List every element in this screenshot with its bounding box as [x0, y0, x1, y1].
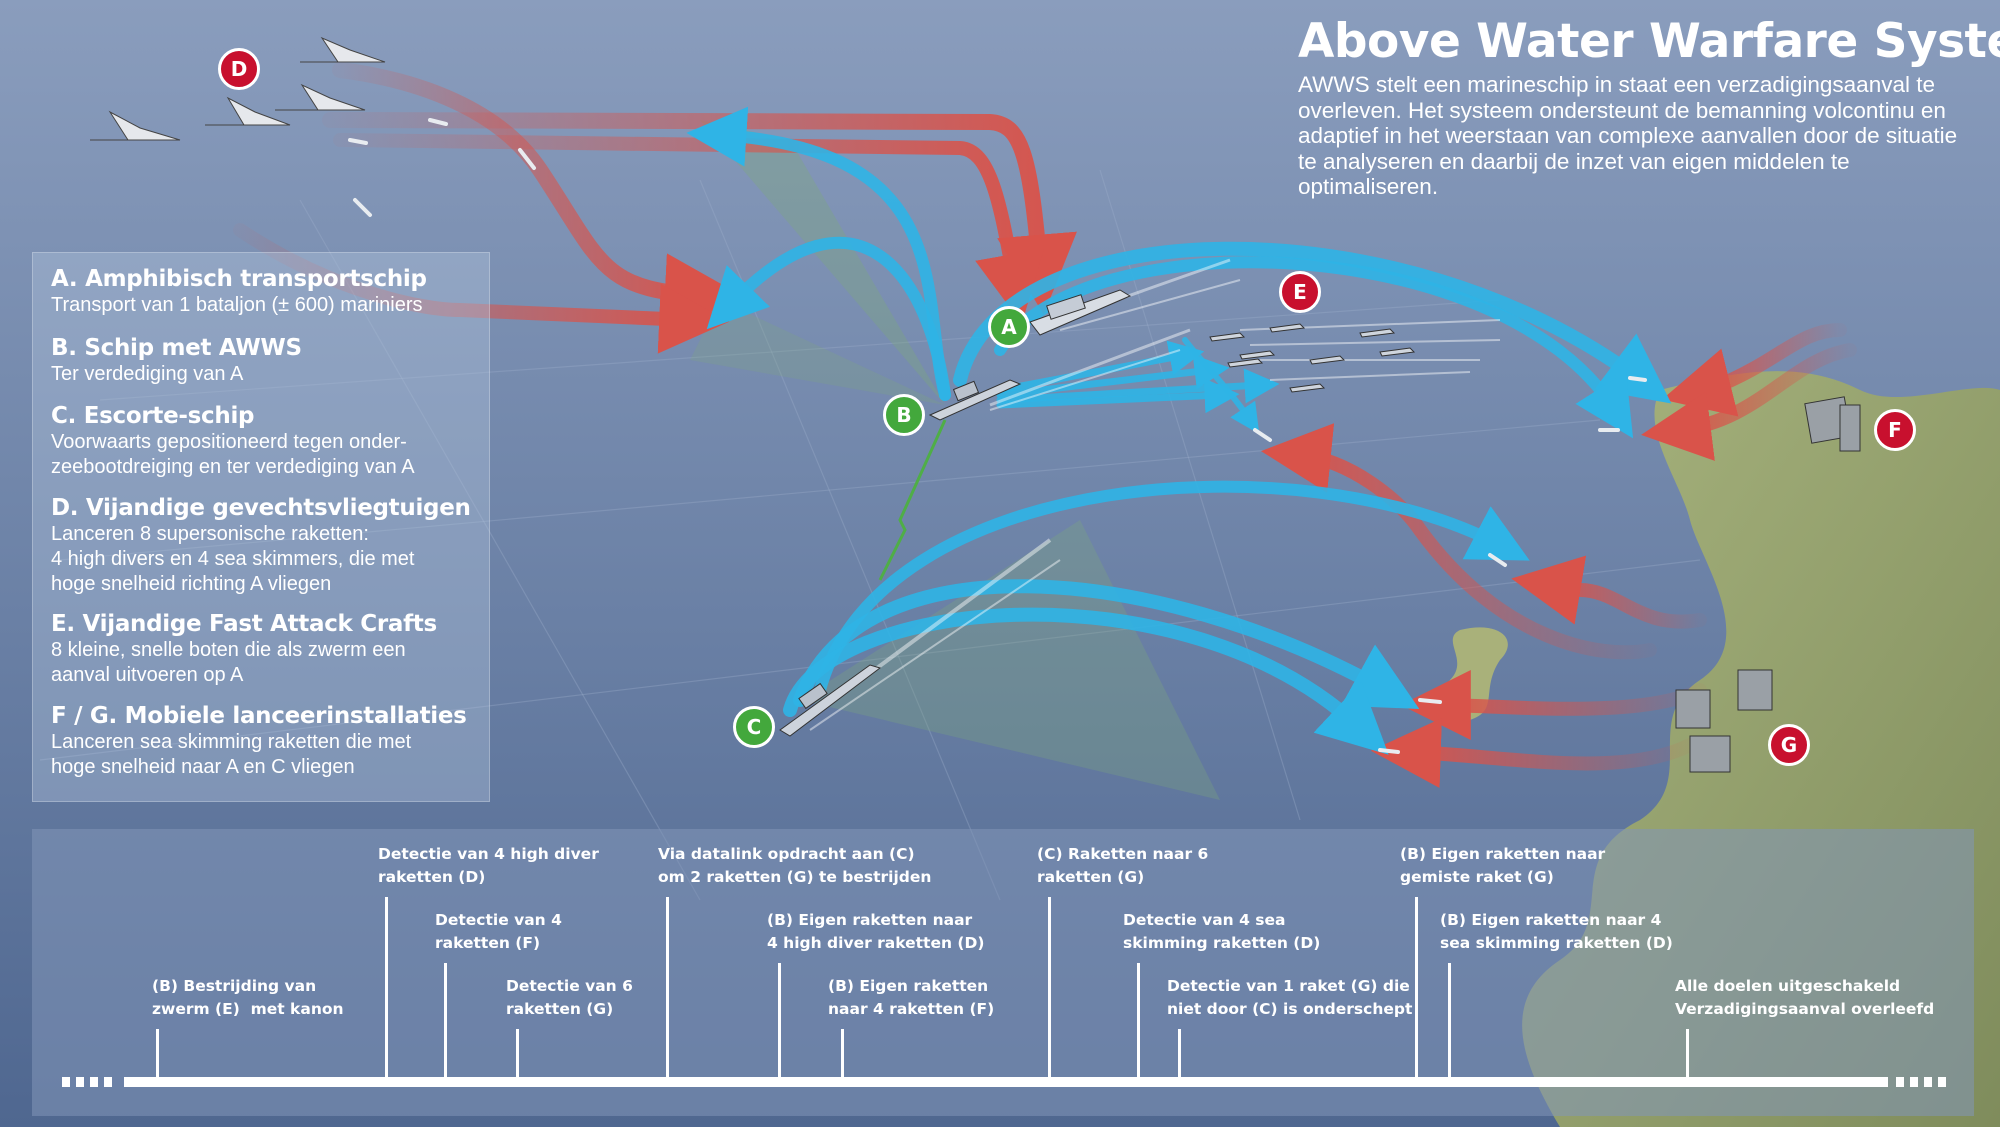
timeline-event-label: Detectie van 4 sea skimming raketten (D) — [1123, 911, 1321, 952]
timeline-tick — [666, 897, 669, 1077]
legend-desc: Ter verdediging van A — [51, 363, 244, 385]
timeline-tick — [1137, 963, 1140, 1077]
legend-item-d: D. Vijandige gevechtsvliegtuigen Lancere… — [51, 494, 471, 597]
legend-title: D. Vijandige gevechtsvliegtuigen — [51, 495, 471, 521]
marker-d: D — [218, 48, 260, 90]
intro-text: AWWS stelt een marineschip in staat een … — [1298, 72, 1958, 199]
radar-sector-b — [700, 120, 945, 405]
fast-attack-crafts — [1209, 323, 1416, 393]
ship-c — [779, 664, 882, 737]
legend-item-a: A. Amphibisch transportschip Transport v… — [51, 265, 427, 318]
timeline-tick — [385, 897, 388, 1077]
legend-item-b: B. Schip met AWWS Ter verdediging van A — [51, 334, 302, 387]
enemy-tracks — [233, 62, 1857, 789]
timeline-tick — [156, 1029, 159, 1077]
timeline-bar — [124, 1077, 1888, 1087]
marker-e: E — [1279, 271, 1321, 313]
timeline-event-label: (B) Bestrijding van zwerm (E) met kanon — [152, 977, 344, 1018]
timeline-dash — [1910, 1077, 1918, 1087]
marker-a: A — [988, 306, 1030, 348]
timeline-dash — [1924, 1077, 1932, 1087]
timeline-event-label: (C) Raketten naar 6 raketten (G) — [1037, 845, 1209, 886]
timeline-event-label: Detectie van 4 raketten (F) — [435, 911, 562, 952]
timeline-dash — [1896, 1077, 1904, 1087]
legend-desc: Voorwaarts gepositioneerd tegen onder- z… — [51, 431, 415, 478]
timeline-tick — [1178, 1029, 1181, 1077]
timeline-panel — [32, 829, 1974, 1116]
legend-title: C. Escorte-schip — [51, 403, 255, 429]
legend-desc: Lanceren sea skimming raketten die met h… — [51, 731, 412, 778]
legend-item-c: C. Escorte-schip Voorwaarts gepositionee… — [51, 402, 415, 480]
marker-f: F — [1874, 409, 1916, 451]
timeline-tick — [1686, 1029, 1689, 1077]
fighter-jets — [90, 36, 386, 141]
marker-b: B — [883, 394, 925, 436]
legend-item-e: E. Vijandige Fast Attack Crafts 8 kleine… — [51, 610, 437, 688]
ship-a — [1029, 289, 1132, 336]
timeline-dash — [62, 1077, 70, 1087]
legend-title: A. Amphibisch transportschip — [51, 266, 427, 292]
timeline-tick — [444, 963, 447, 1077]
timeline-event-label: (B) Eigen raketten naar 4 sea skimming r… — [1440, 911, 1673, 952]
timeline-tick — [1048, 897, 1051, 1077]
timeline-tick — [516, 1029, 519, 1077]
timeline-event-label: Detectie van 1 raket (G) die niet door (… — [1167, 977, 1413, 1018]
marker-c: C — [733, 706, 775, 748]
timeline-event-label: Alle doelen uitgeschakeld Verzadigingsaa… — [1675, 977, 1935, 1018]
timeline-tick — [778, 963, 781, 1077]
legend-item-fg: F / G. Mobiele lanceerinstallaties Lance… — [51, 702, 467, 780]
timeline-dash — [1938, 1077, 1946, 1087]
legend-desc: Transport van 1 bataljon (± 600) marinie… — [51, 294, 423, 316]
timeline-event-label: (B) Eigen raketten naar 4 raketten (F) — [828, 977, 995, 1018]
datalink-line — [878, 419, 947, 581]
sea-grid — [39, 169, 1701, 901]
legend-panel: A. Amphibisch transportschip Transport v… — [32, 252, 490, 802]
ship-b — [928, 379, 1022, 421]
marker-g: G — [1768, 724, 1810, 766]
timeline-event-label: Detectie van 6 raketten (G) — [506, 977, 633, 1018]
timeline-dash — [90, 1077, 98, 1087]
timeline-event-label: Via datalink opdracht aan (C) om 2 raket… — [658, 845, 932, 886]
timeline-dash — [104, 1077, 112, 1087]
timeline-tick — [841, 1029, 844, 1077]
legend-desc: 8 kleine, snelle boten die als zwerm een… — [51, 639, 406, 686]
timeline-event-label: (B) Eigen raketten naar gemiste raket (G… — [1400, 845, 1606, 886]
page-title: Above Water Warfare System — [1298, 14, 2000, 69]
timeline-dash — [76, 1077, 84, 1087]
legend-title: E. Vijandige Fast Attack Crafts — [51, 611, 437, 637]
timeline-tick — [1448, 963, 1451, 1077]
missiles — [348, 118, 1647, 754]
legend-title: B. Schip met AWWS — [51, 335, 302, 361]
timeline-event-label: Detectie van 4 high diver raketten (D) — [378, 845, 599, 886]
timeline-tick — [1415, 897, 1418, 1077]
launchers — [1675, 396, 1861, 773]
legend-title: F / G. Mobiele lanceerinstallaties — [51, 703, 467, 729]
legend-desc: Lanceren 8 supersonische raketten: 4 hig… — [51, 523, 415, 595]
timeline-event-label: (B) Eigen raketten naar 4 high diver rak… — [767, 911, 985, 952]
